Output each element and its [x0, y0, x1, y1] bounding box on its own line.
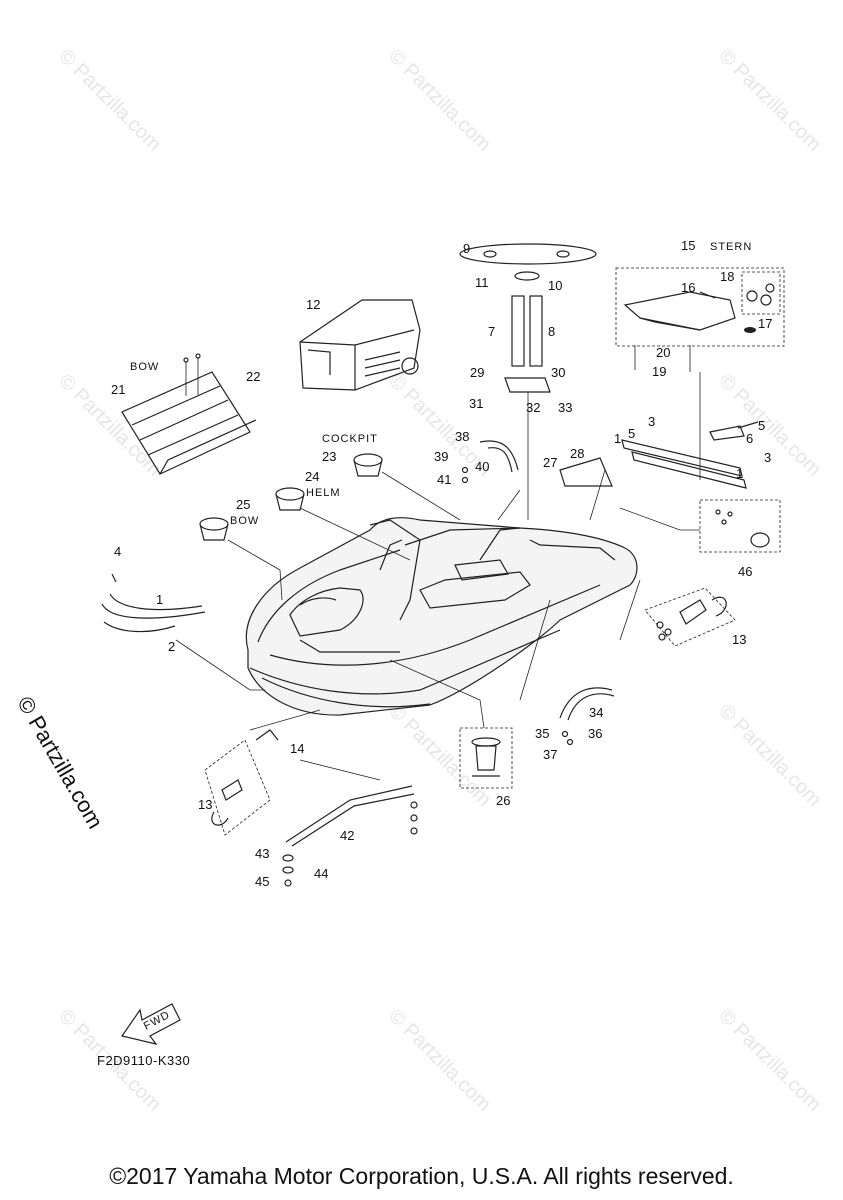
callout-19: 19 [652, 364, 666, 379]
trim-strips-left [101, 573, 206, 633]
callout-21: 21 [111, 382, 125, 397]
callout-20: 20 [656, 345, 670, 360]
callout-35: 35 [535, 726, 549, 741]
stern-assembly-15 [615, 267, 785, 372]
callout-45: 45 [255, 874, 269, 889]
hull-drawing [245, 517, 638, 716]
callout-36: 36 [588, 726, 602, 741]
callout-37: 37 [543, 747, 557, 762]
callout-42: 42 [340, 828, 354, 843]
cooler-part-12 [299, 299, 421, 391]
label-bow-cup: BOW [230, 515, 259, 527]
callout-15: 15 [681, 238, 695, 253]
callout-2: 2 [168, 639, 175, 654]
callout-14: 14 [290, 741, 304, 756]
part-26-box [459, 727, 513, 789]
callout-46: 46 [738, 564, 752, 579]
leader-lines [175, 372, 701, 781]
callout-9: 9 [463, 241, 470, 256]
callout-1a: 1 [614, 431, 621, 446]
callout-1b: 1 [736, 466, 743, 481]
label-stern: STERN [710, 241, 752, 253]
label-bow-ladder: BOW [130, 361, 159, 373]
drawing-code: F2D9110-K330 [97, 1053, 191, 1068]
callout-13a: 13 [732, 632, 746, 647]
callout-41: 41 [437, 472, 451, 487]
fwd-arrow-icon: FWD [121, 1003, 181, 1045]
callout-13b: 13 [198, 797, 212, 812]
callout-3a: 3 [648, 414, 655, 429]
callout-11: 11 [475, 275, 489, 290]
callout-5b: 5 [628, 426, 635, 441]
callout-28: 28 [570, 446, 584, 461]
eye-bolt-left [204, 729, 279, 836]
handrails [461, 440, 613, 487]
callout-6: 6 [746, 431, 753, 446]
callout-34: 34 [589, 705, 603, 720]
copyright-notice: ©2017 Yamaha Motor Corporation, U.S.A. A… [109, 1163, 734, 1189]
callout-39: 39 [434, 449, 448, 464]
callout-32: 32 [526, 400, 540, 415]
hardware-43-45 [282, 854, 294, 887]
callout-22: 22 [246, 369, 260, 384]
callout-5a: 5 [758, 418, 765, 433]
callout-7: 7 [488, 324, 495, 339]
callout-38: 38 [455, 429, 469, 444]
callout-43: 43 [255, 846, 269, 861]
handle-part-34 [559, 687, 615, 746]
callout-23: 23 [322, 449, 336, 464]
callout-44: 44 [314, 866, 328, 881]
ladder-parts-21-22 [121, 353, 257, 475]
callout-12: 12 [306, 297, 320, 312]
callout-1c: 1 [156, 592, 163, 607]
callout-25: 25 [236, 497, 250, 512]
rail-parts-right [621, 421, 759, 489]
callout-40: 40 [475, 459, 489, 474]
part-13-box [644, 587, 736, 647]
callout-30: 30 [551, 365, 565, 380]
callout-31: 31 [469, 396, 483, 411]
callout-10: 10 [548, 278, 562, 293]
callout-27: 27 [543, 455, 557, 470]
panel-part-9 [459, 243, 597, 265]
callout-26: 26 [496, 793, 510, 808]
callout-29: 29 [470, 365, 484, 380]
callout-33: 33 [558, 400, 572, 415]
callout-18: 18 [720, 269, 734, 284]
rail-part-42 [285, 785, 418, 847]
callout-17: 17 [758, 316, 772, 331]
callout-3b: 3 [764, 450, 771, 465]
label-helm: HELM [306, 487, 341, 499]
part-46-box [699, 499, 781, 553]
callout-16: 16 [681, 280, 695, 295]
pole-parts-7-8 [504, 271, 551, 393]
label-cockpit: COCKPIT [322, 433, 378, 445]
cup-holders [199, 453, 383, 541]
callout-24: 24 [305, 469, 319, 484]
callout-8: 8 [548, 324, 555, 339]
callout-4: 4 [114, 544, 121, 559]
